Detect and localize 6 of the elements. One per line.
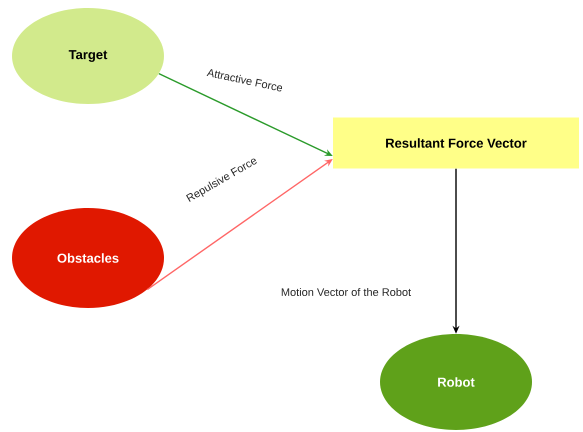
- edge-label: Motion Vector of the Robot: [282, 288, 412, 296]
- edge-label: Attractive Force: [206, 69, 282, 92]
- ellipse-node: Target: [12, 8, 164, 104]
- process-box: Resultant Force Vector: [333, 118, 579, 168]
- ellipse-node: Robot: [380, 334, 532, 430]
- ellipse-node: Obstacles: [12, 208, 164, 308]
